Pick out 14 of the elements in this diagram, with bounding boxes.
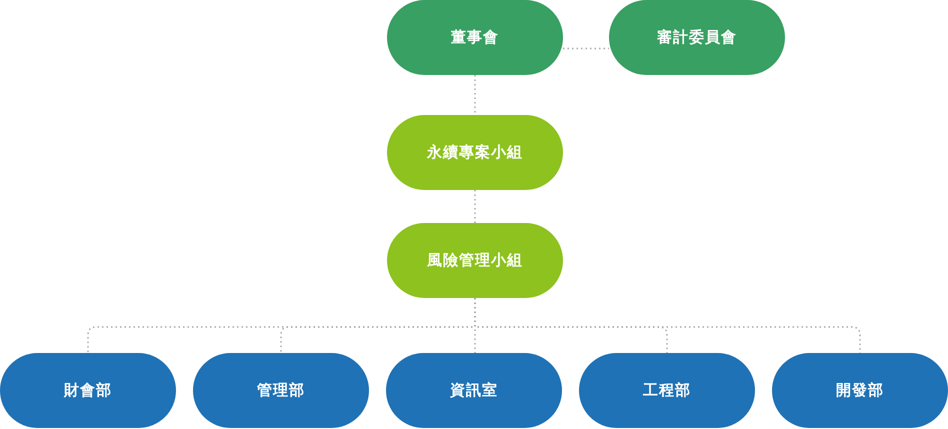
dotted-connector	[474, 75, 476, 115]
dotted-connector	[563, 48, 609, 50]
box-label: 資訊室	[450, 381, 498, 400]
box-label: 開發部	[836, 381, 884, 400]
box-label: 管理部	[257, 381, 305, 400]
box-label: 財會部	[64, 381, 112, 400]
box-label: 董事會	[451, 28, 499, 47]
box-label: 審計委員會	[657, 28, 737, 47]
rounded-box	[772, 353, 948, 428]
box-label: 風險管理小組	[427, 251, 523, 270]
rounded-box	[0, 353, 176, 428]
box-label: 工程部	[643, 381, 691, 400]
box-label: 永續專案小組	[427, 143, 523, 162]
dotted-connector	[474, 190, 476, 223]
